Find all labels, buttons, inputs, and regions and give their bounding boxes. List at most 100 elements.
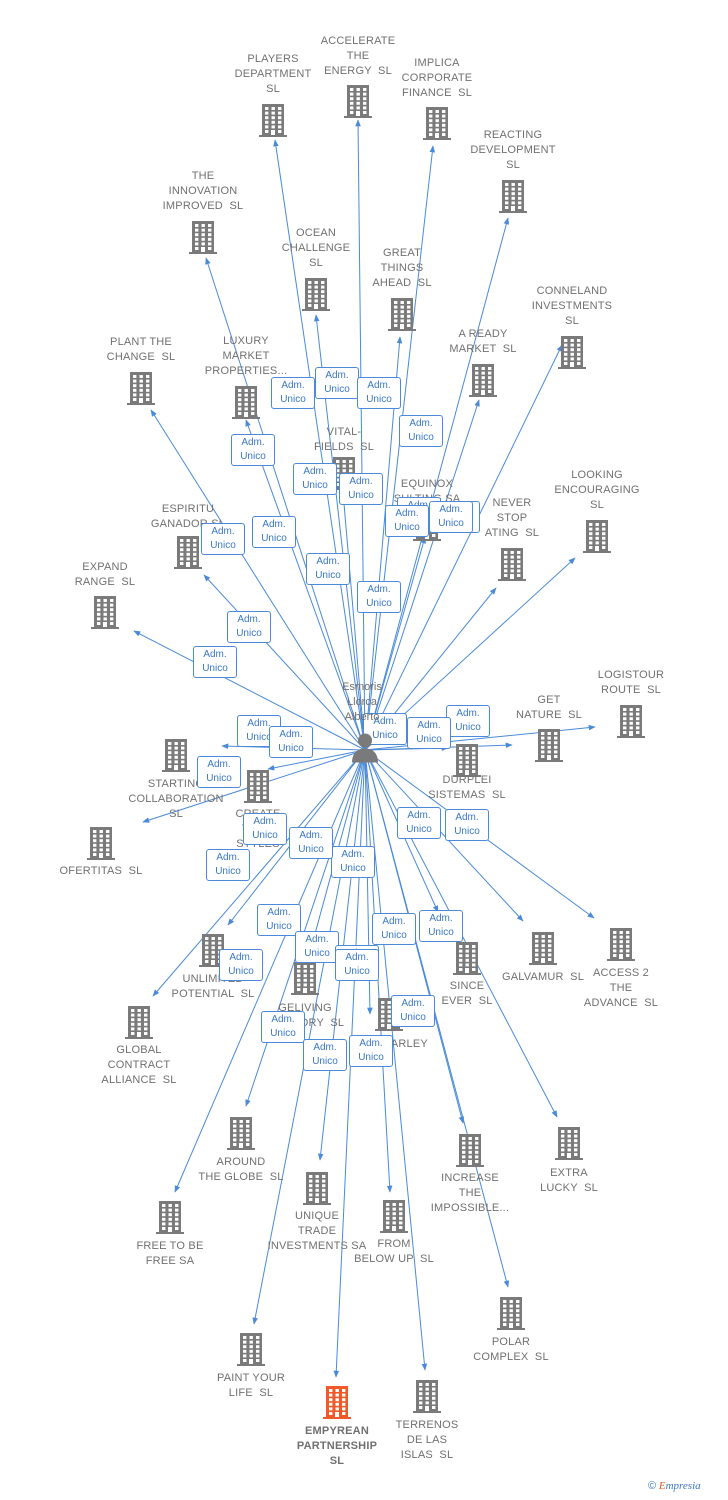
company-label[interactable]: SINCE EVER SL: [441, 980, 493, 1007]
company-node[interactable]: [580, 518, 614, 554]
building-icon: [232, 386, 260, 419]
company-label[interactable]: FROM BELOW UP SL: [354, 1238, 434, 1265]
company-node[interactable]: [453, 1132, 487, 1168]
role-badge: Adm. Unico: [303, 1039, 347, 1071]
company-node[interactable]: [450, 940, 484, 976]
company-node[interactable]: [171, 534, 205, 570]
relationship-edge: [205, 257, 366, 751]
company-node-highlighted[interactable]: [320, 1384, 354, 1420]
company-label[interactable]: REACTING DEVELOPMENT SL: [470, 129, 556, 171]
company-node[interactable]: [153, 1199, 187, 1235]
company-label[interactable]: DURPLEI SISTEMAS SL: [428, 774, 506, 801]
company-node[interactable]: [494, 1295, 528, 1331]
company-node[interactable]: [614, 703, 648, 739]
company-label[interactable]: ACCESS 2 THE ADVANCE SL: [583, 967, 659, 1009]
company-label[interactable]: UNIQUE TRADE INVESTMENTS SA: [267, 1210, 367, 1252]
company-node[interactable]: [466, 362, 500, 398]
company-label[interactable]: CONNELAND INVESTMENTS SL: [531, 285, 613, 327]
relationship-edge: [364, 749, 428, 1371]
company-label[interactable]: POLAR COMPLEX SL: [473, 1336, 549, 1363]
company-node[interactable]: [410, 1378, 444, 1414]
company-label[interactable]: AROUND THE GLOBE SL: [198, 1156, 284, 1183]
company-node[interactable]: [526, 930, 560, 966]
company-label[interactable]: VITAL- FIELDS SL: [313, 426, 375, 453]
company-node[interactable]: [186, 219, 220, 255]
company-node[interactable]: [604, 926, 638, 962]
company-label[interactable]: TERRENOS DE LAS ISLAS SL: [395, 1419, 459, 1461]
relationship-edge: [245, 749, 366, 1107]
company-label[interactable]: GREAT THINGS AHEAD SL: [372, 247, 432, 289]
relationship-edge: [267, 749, 366, 771]
company-label[interactable]: OFERTITAS SL: [59, 865, 143, 877]
building-icon: [303, 1172, 331, 1205]
company-node[interactable]: [420, 105, 454, 141]
role-badge: Adm. Unico: [446, 705, 490, 737]
building-icon: [302, 278, 330, 311]
company-node[interactable]: [234, 1331, 268, 1367]
company-label[interactable]: GET NATURE SL: [516, 694, 582, 721]
company-label[interactable]: GALVAMUR SL: [501, 971, 585, 983]
building-icon: [156, 1201, 184, 1234]
building-icon: [498, 548, 526, 581]
building-icon: [583, 520, 611, 553]
relationship-edge: [252, 749, 366, 1325]
role-badge: Adm. Unico: [293, 463, 337, 495]
company-label[interactable]: FREE TO BE FREE SA: [136, 1240, 204, 1267]
company-node[interactable]: [385, 296, 419, 332]
company-label[interactable]: EMPYREAN PARTNERSHIP SL: [296, 1425, 378, 1467]
company-node[interactable]: [532, 727, 566, 763]
company-label[interactable]: INCREASE THE IMPOSSIBLE...: [430, 1172, 510, 1214]
relationship-edge: [150, 409, 366, 751]
company-node[interactable]: [555, 334, 589, 370]
company-label[interactable]: STARTING COLLABORATION SL: [128, 778, 224, 820]
company-label[interactable]: UNLIMITED POTENTIAL SL: [171, 973, 255, 1000]
company-node[interactable]: [450, 742, 484, 778]
company-node[interactable]: [224, 1115, 258, 1151]
company-label[interactable]: A READY MARKET SL: [449, 328, 517, 355]
company-node[interactable]: [159, 737, 193, 773]
company-label[interactable]: IMPLICA CORPORATE FINANCE SL: [401, 57, 473, 99]
company-label[interactable]: GLOBAL CONTRACT ALLIANCE SL: [101, 1044, 177, 1086]
company-node[interactable]: [124, 370, 158, 406]
company-node[interactable]: [288, 960, 322, 996]
company-label[interactable]: THE INNOVATION IMPROVED SL: [162, 170, 244, 212]
company-label[interactable]: LOOKING ENCOURAGING SL: [554, 469, 640, 511]
company-node[interactable]: [256, 102, 290, 138]
company-label[interactable]: PAINT YOUR LIFE SL: [216, 1372, 286, 1399]
company-node[interactable]: [300, 1170, 334, 1206]
company-label[interactable]: LUXURY MARKET PROPERTIES...: [204, 335, 288, 377]
company-node[interactable]: [229, 384, 263, 420]
company-label[interactable]: NEVER STOP ATING SL: [484, 497, 540, 539]
company-label[interactable]: PLAYERS DEPARTMENT SL: [234, 53, 312, 95]
building-icon: [555, 1127, 583, 1160]
company-node[interactable]: [377, 1198, 411, 1234]
relationship-edge: [364, 749, 510, 1288]
building-icon: [607, 928, 635, 961]
building-icon: [617, 705, 645, 738]
role-badge: Adm. Unico: [339, 473, 383, 505]
company-label[interactable]: EXPAND RANGE SL: [74, 561, 136, 588]
company-node[interactable]: [552, 1125, 586, 1161]
building-icon: [456, 1134, 484, 1167]
company-node[interactable]: [341, 83, 375, 119]
company-label[interactable]: PLANT THE CHANGE SL: [106, 336, 176, 363]
company-node[interactable]: [84, 825, 118, 861]
role-badge: Adm. Unico: [372, 913, 416, 945]
person-icon: [352, 733, 378, 763]
center-person-node[interactable]: [350, 732, 380, 769]
role-badge: Adm. Unico: [269, 726, 313, 758]
role-badge: Adm. Unico: [257, 904, 301, 936]
company-label[interactable]: LOGISTOUR ROUTE SL: [597, 669, 665, 696]
company-label[interactable]: ACCELERATE THE ENERGY SL: [320, 35, 396, 77]
company-node[interactable]: [495, 546, 529, 582]
role-badge: Adm. Unico: [357, 377, 401, 409]
role-badge: Adm. Unico: [357, 581, 401, 613]
company-node[interactable]: [299, 276, 333, 312]
company-label[interactable]: EXTRA LUCKY SL: [540, 1167, 598, 1194]
role-badge: Adm. Unico: [349, 1035, 393, 1067]
company-label[interactable]: OCEAN CHALLENGE SL: [281, 227, 351, 269]
company-node[interactable]: [122, 1004, 156, 1040]
company-node[interactable]: [496, 178, 530, 214]
company-node[interactable]: [241, 768, 275, 804]
company-node[interactable]: [88, 594, 122, 630]
